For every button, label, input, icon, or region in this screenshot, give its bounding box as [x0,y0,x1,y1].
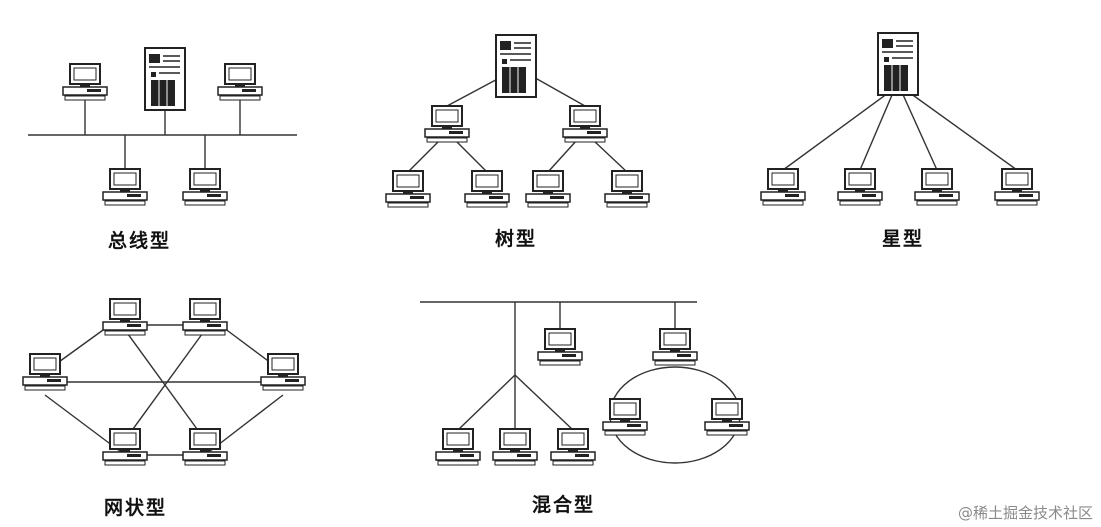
tree-topology-label: 树型 [495,228,538,250]
mesh-workstation-icon [182,298,228,336]
star-workstation-icon [837,168,883,206]
mesh-workstation-icon [182,428,228,466]
star-workstation-icon [994,168,1040,206]
mesh-workstation-icon [260,353,306,391]
star-workstation-icon [914,168,960,206]
mesh-workstation-icon [102,298,148,336]
hybrid-ring-workstation-icon [652,328,698,366]
watermark: @稀土掘金技术社区 [957,504,1093,522]
bus-workstation-icon [102,168,148,206]
mesh-workstation-icon [22,353,68,391]
star-workstation-icon [760,168,806,206]
hybrid-workstation-icon [435,428,481,466]
bus-workstation-icon [182,168,228,206]
tree-workstation-icon [424,105,470,143]
tree-workstation-icon [525,170,571,208]
mesh-topology [44,324,284,456]
tree-workstation-icon [604,170,650,208]
hybrid-workstation-icon [537,328,583,366]
tree-workstation-icon [562,105,608,143]
bus-topology-label: 总线型 [108,230,172,252]
mesh-topology-label: 网状型 [104,497,168,519]
bus-workstation-icon [217,63,263,101]
tree-server-icon [495,34,537,98]
hybrid-topology-label: 混合型 [532,494,596,516]
star-topology-label: 星型 [882,228,925,250]
tree-workstation-icon [464,170,510,208]
tree-workstation-icon [385,170,431,208]
star-hub-server-icon [877,32,919,96]
hybrid-ring-workstation-icon [704,398,750,436]
star-topology [782,87,1018,171]
hybrid-ring-workstation-icon [602,398,648,436]
hybrid-workstation-icon [550,428,596,466]
hybrid-workstation-icon [492,428,538,466]
bus-workstation-icon [62,63,108,101]
mesh-workstation-icon [102,428,148,466]
bus-server-icon [144,47,186,111]
